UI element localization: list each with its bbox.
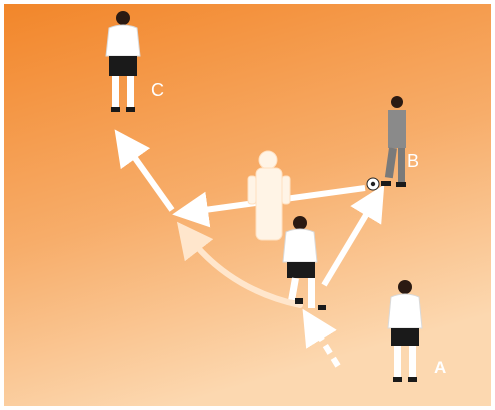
player-label-b: B (407, 152, 419, 170)
player-label-a: A (434, 359, 446, 376)
ball-icon (367, 178, 379, 190)
player-label-c: C (151, 81, 164, 99)
